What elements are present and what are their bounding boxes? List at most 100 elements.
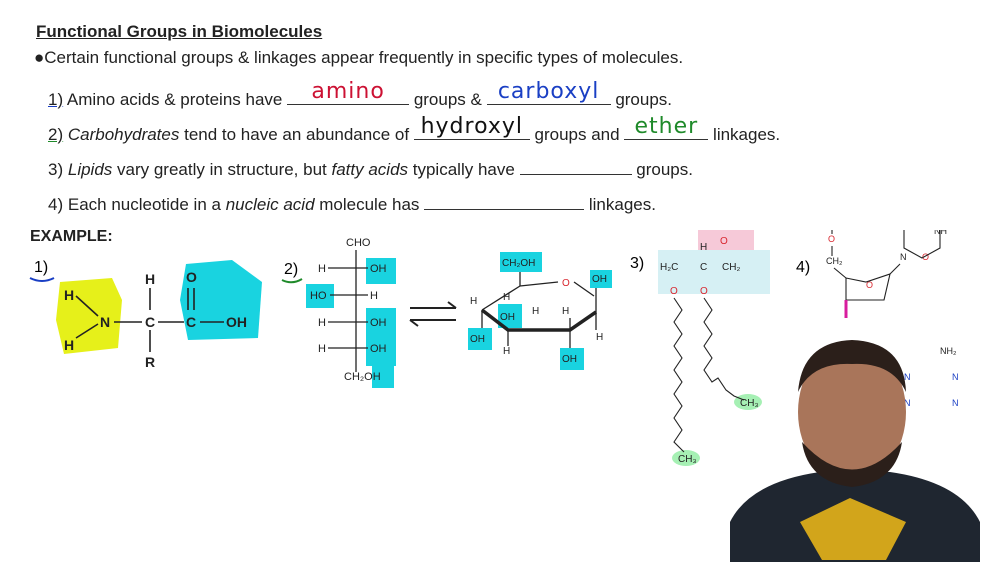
ring-h-1: H xyxy=(596,332,603,343)
example-3-number: 3) xyxy=(630,255,644,272)
answer-blank-2: carboxyl xyxy=(486,79,611,105)
amino-carbonyl-c: C xyxy=(186,314,196,330)
nuc-n-base: N xyxy=(900,252,907,262)
ring-oh-3: OH xyxy=(470,334,485,345)
amino-o: O xyxy=(186,269,197,285)
carboxyl-highlight xyxy=(180,260,262,340)
answer-hydroxyl: hydroxyl xyxy=(420,114,524,139)
item-1-number: 1) xyxy=(48,90,64,109)
lipid-h2c: H₂C xyxy=(660,262,678,273)
example-label: EXAMPLE: xyxy=(30,228,113,245)
answer-ether: ether xyxy=(634,114,699,139)
nuc-n-4: N xyxy=(952,398,959,408)
item-3-text-a: vary greatly in structure, but xyxy=(112,160,332,179)
answer-blank-6 xyxy=(424,191,585,210)
item-4-number: 4) xyxy=(48,195,64,214)
amino-h-top: H xyxy=(64,287,74,303)
lipid-ch2: CH₂ xyxy=(722,262,740,273)
item-3-italic: Lipids xyxy=(67,160,113,179)
fischer-r4-left: H xyxy=(318,343,326,355)
item-3-italic-2: fatty acids xyxy=(331,160,409,179)
ring-oh-4: OH xyxy=(562,354,577,365)
amino-acid-structure: H H N C H R C O OH xyxy=(56,260,262,370)
example-2-number: 2) xyxy=(284,261,298,278)
ring-h-6: H xyxy=(532,306,539,317)
amino-oh: OH xyxy=(226,314,247,330)
amino-alpha-c: C xyxy=(145,314,155,330)
item-4-italic: nucleic acid xyxy=(225,195,315,214)
example-1-number: 1) xyxy=(34,259,48,276)
fischer-r1-left: H xyxy=(318,263,326,275)
ring-h-3: H xyxy=(470,296,477,307)
lipid-c: C xyxy=(700,262,707,273)
item-2-italic: Carbohydrates xyxy=(67,125,180,144)
lipid-structure: OH O P O O H₂C C CH₂ H O O CH₃ CH₃ xyxy=(658,230,770,466)
answer-blank-1: amino xyxy=(287,79,410,105)
fischer-ch2oh: CH₂OH xyxy=(344,371,381,383)
fischer-r3-right: OH xyxy=(370,317,387,329)
amino-n: N xyxy=(100,314,110,330)
amino-h-bottom: H xyxy=(64,337,74,353)
ring-ch2oh: CH₂OH xyxy=(502,258,535,269)
ring-h-2: H xyxy=(503,292,510,303)
item-4: 4) Each nucleotide in a nucleic acid mol… xyxy=(48,191,656,215)
answer-amino: amino xyxy=(311,79,385,104)
lipid-ester-o-2: O xyxy=(700,286,708,297)
intro-bullet: ●Certain functional groups & linkages ap… xyxy=(34,48,684,67)
item-2-text-c: linkages. xyxy=(708,125,781,144)
answer-blank-5 xyxy=(519,156,632,175)
answer-blank-4: ether xyxy=(624,114,709,140)
fischer-r2-left: HO xyxy=(310,290,327,302)
ring-o: O xyxy=(562,278,570,289)
presenter-video xyxy=(730,340,980,562)
answer-blank-3: hydroxyl xyxy=(413,114,530,140)
item-2: 2) Carbohydrates tend to have an abundan… xyxy=(48,114,781,145)
example-4-number: 4) xyxy=(796,259,810,276)
lipid-ch3-a: CH₃ xyxy=(740,398,759,409)
nuc-ch2: CH₂ xyxy=(826,256,843,266)
amino-h-alpha: H xyxy=(145,271,155,287)
fischer-r4-right: OH xyxy=(370,343,387,355)
item-1-text-a: Amino acids & proteins have xyxy=(66,90,288,109)
nuc-n-3: N xyxy=(904,398,911,408)
item-3: 3) Lipids vary greatly in structure, but… xyxy=(48,156,693,180)
fischer-r2-right: H xyxy=(370,290,378,302)
amine-highlight xyxy=(56,278,122,354)
equilibrium-arrows xyxy=(409,301,457,327)
lipid-ch3-b: CH₃ xyxy=(678,454,697,465)
nuc-n-1: N xyxy=(904,372,911,382)
item-4-text-a: Each nucleotide in a xyxy=(67,195,226,214)
lipid-ester-o-1: O xyxy=(670,286,678,297)
nuc-o-base: O xyxy=(922,252,929,262)
fischer-r3-left: H xyxy=(318,317,326,329)
glucose-ring-structure: CH₂OH O OH H OH H OH H OH H H H xyxy=(468,252,612,370)
item-2-text-b: groups and xyxy=(529,125,625,144)
nuc-n-2: N xyxy=(952,372,959,382)
ring-oh-2: OH xyxy=(500,312,515,323)
item-1-text-b: groups & xyxy=(409,90,487,109)
ring-h-5: H xyxy=(503,346,510,357)
nuc-nh2: NH₂ xyxy=(940,346,957,356)
glucose-fischer-structure: CHO H OH HO H H OH H OH CH₂OH xyxy=(306,237,396,388)
item-2-text-a: tend to have an abundance of xyxy=(179,125,414,144)
item-3-number: 3) xyxy=(48,160,64,179)
ring-h-4: H xyxy=(562,306,569,317)
lipid-h: H xyxy=(700,242,707,253)
item-1-text-c: groups. xyxy=(610,90,673,109)
item-4-text-c: linkages. xyxy=(584,195,656,214)
lipid-o-bridge: O xyxy=(720,236,728,247)
nuc-o-link: O xyxy=(828,234,835,244)
item-3-text-b: typically have xyxy=(408,160,520,179)
nuc-o-ring: O xyxy=(866,280,873,290)
item-2-number: 2) xyxy=(48,125,64,144)
ring-oh-1: OH xyxy=(592,274,607,285)
item-1: 1) Amino acids & proteins have amino gro… xyxy=(48,79,673,110)
answer-carboxyl: carboxyl xyxy=(497,79,600,104)
page-title: Functional Groups in Biomolecules xyxy=(36,22,323,41)
item-4-text-b: molecule has xyxy=(314,195,425,214)
amino-r: R xyxy=(145,354,155,370)
example-structures: 1) 2) 3) 4) H H N C H R C O OH xyxy=(29,230,959,466)
fischer-r1-right: OH xyxy=(370,263,387,275)
nucleotide-structure: O O P O O CH₂ O O NH N O NH₂ N N N N xyxy=(826,230,959,408)
item-3-text-c: groups. xyxy=(631,160,693,179)
